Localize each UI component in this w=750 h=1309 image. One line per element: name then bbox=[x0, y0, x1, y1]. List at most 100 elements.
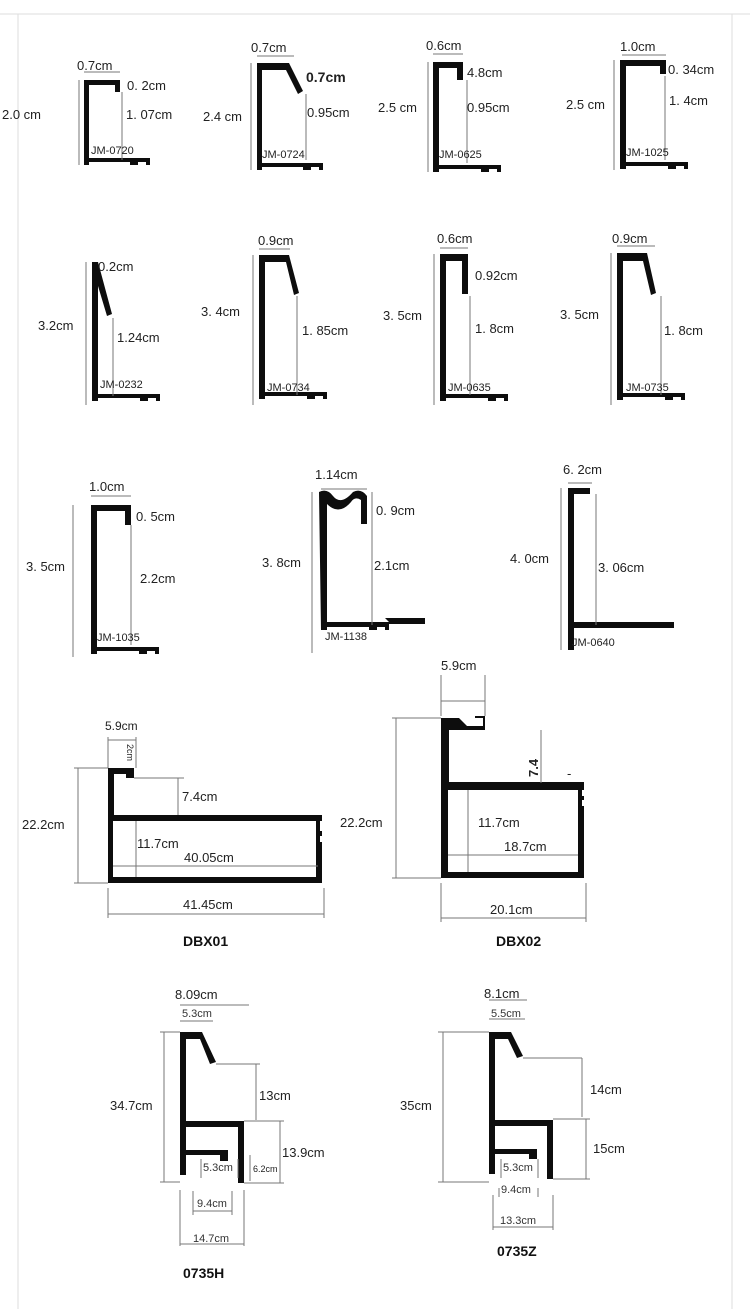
profile-jm-0724: 0.7cm 2.4 cm 0.7cm 0.95cm JM-0724 bbox=[203, 40, 350, 170]
profile-width-label: 0.9cm bbox=[612, 231, 647, 246]
profile-lip-label: 0.7cm bbox=[306, 69, 346, 85]
box-name-caption: 0735Z bbox=[497, 1243, 537, 1259]
profile-lip-label: 0.92cm bbox=[475, 268, 518, 283]
profile-code: JM-0625 bbox=[439, 149, 482, 161]
profile-height-label: 2.5 cm bbox=[566, 97, 605, 112]
profile-lip-label: 0. 5cm bbox=[136, 509, 175, 524]
profile-inner-label: 2.1cm bbox=[374, 558, 409, 573]
profile-code: JM-1025 bbox=[626, 147, 669, 159]
profile-lip-label: 0. 2cm bbox=[127, 78, 166, 93]
profile-width-label: 6. 2cm bbox=[563, 462, 602, 477]
profile-inner-label: 1. 8cm bbox=[664, 323, 703, 338]
profile-height-label: 3. 4cm bbox=[201, 304, 240, 319]
box-top-width-label: 8.1cm bbox=[484, 986, 519, 1001]
profile-jm-1025: 1.0cm 2.5 cm 0. 34cm 1. 4cm JM-1025 bbox=[566, 39, 714, 170]
box-total-width-label: 13.3cm bbox=[500, 1215, 536, 1227]
profile-jm-1138: 1.14cm 3. 8cm 0. 9cm 2.1cm JM-1138 bbox=[262, 467, 425, 653]
box-top-width-label: 5.9cm bbox=[441, 658, 476, 673]
box-small-height-label: 6.2cm bbox=[253, 1164, 278, 1174]
profile-jm-0735: 0.9cm 3. 5cm 1. 8cm JM-0735 bbox=[560, 231, 703, 405]
profile-height-label: 2.5 cm bbox=[378, 100, 417, 115]
profile-jm-0720: 0.7cm 2.0 cm 0. 2cm 1. 07cm JM-0720 bbox=[2, 58, 172, 165]
box-0735z: 8.1cm 5.5cm 35cm 14cm 15cm 5.3cm 9.4cm 1… bbox=[400, 986, 625, 1259]
box-name-caption: DBX01 bbox=[183, 933, 228, 949]
profile-inner-label: 1. 4cm bbox=[669, 93, 708, 108]
profile-height-label: 3. 5cm bbox=[383, 308, 422, 323]
profile-jm-0640: 6. 2cm 4. 0cm 3. 06cm JM-0640 bbox=[510, 462, 674, 650]
profile-lip-label: 4.8cm bbox=[467, 65, 502, 80]
box-total-width-label: 14.7cm bbox=[193, 1233, 229, 1245]
box-slot2-label: 9.4cm bbox=[197, 1198, 227, 1210]
box-height-label: 34.7cm bbox=[110, 1098, 153, 1113]
box-lip-width-label: 5.5cm bbox=[491, 1008, 521, 1020]
box-mark-label: - bbox=[567, 766, 571, 781]
box-height-label: 22.2cm bbox=[340, 815, 383, 830]
profile-inner-label: 1. 85cm bbox=[302, 323, 348, 338]
profile-code: JM-0232 bbox=[100, 379, 143, 391]
profile-code: JM-0735 bbox=[626, 382, 669, 394]
profile-inner-label: 1. 8cm bbox=[475, 321, 514, 336]
profile-code: JM-0724 bbox=[262, 149, 305, 161]
box-step-label: 7.4cm bbox=[182, 789, 217, 804]
profile-width-label: 0.9cm bbox=[258, 233, 293, 248]
box-inner-label: 11.7cm bbox=[478, 815, 520, 830]
profile-height-label: 3. 5cm bbox=[560, 307, 599, 322]
profile-inner-label: 1.24cm bbox=[117, 330, 160, 345]
profile-lip-label: 0. 34cm bbox=[668, 62, 714, 77]
box-inner-width-label: 40.05cm bbox=[184, 850, 234, 865]
profile-jm-1035: 1.0cm 3. 5cm 0. 5cm 2.2cm JM-1035 bbox=[26, 479, 175, 657]
box-slot-label: 5.3cm bbox=[503, 1162, 533, 1174]
profile-height-label: 2.0 cm bbox=[2, 107, 41, 122]
profile-jm-0734: 0.9cm 3. 4cm 1. 85cm JM-0734 bbox=[201, 233, 348, 405]
profile-jm-0625: 0.6cm 2.5 cm 4.8cm 0.95cm JM-0625 bbox=[378, 38, 510, 172]
profile-lip-label: 0. 9cm bbox=[376, 503, 415, 518]
profile-inner-label: 0.95cm bbox=[467, 100, 510, 115]
profile-width-label: 1.14cm bbox=[315, 467, 358, 482]
box-slot2-label: 9.4cm bbox=[501, 1184, 531, 1196]
profile-width-label: 1.0cm bbox=[89, 479, 124, 494]
profile-jm-0635: 0.6cm 3. 5cm 0.92cm 1. 8cm JM-0635 bbox=[383, 231, 518, 405]
profile-width-label: 0.6cm bbox=[437, 231, 472, 246]
profile-height-label: 4. 0cm bbox=[510, 551, 549, 566]
profile-code: JM-0635 bbox=[448, 382, 491, 394]
box-inner-width-label: 18.7cm bbox=[504, 839, 547, 854]
profile-height-label: 3. 5cm bbox=[26, 559, 65, 574]
profile-code: JM-1138 bbox=[325, 631, 367, 643]
profile-width-label: 0.7cm bbox=[77, 58, 112, 73]
profile-code: JM-1035 bbox=[97, 632, 140, 644]
profile-inner-label: 0.95cm bbox=[307, 105, 350, 120]
profile-inner-label: 2.2cm bbox=[140, 571, 175, 586]
box-0735h: 8.09cm 5.3cm 34.7cm 13cm 13.9cm 6.2cm 5.… bbox=[110, 987, 325, 1281]
box-step-label: 7.4 bbox=[526, 758, 541, 777]
box-height-label: 22.2cm bbox=[22, 817, 65, 832]
profile-jm-0232: 0.2cm 3.2cm 1.24cm JM-0232 bbox=[38, 259, 160, 405]
profile-width-label: 0.2cm bbox=[98, 259, 133, 274]
profile-height-label: 2.4 cm bbox=[203, 109, 242, 124]
box-total-width-label: 20.1cm bbox=[490, 902, 533, 917]
box-slot-label: 5.3cm bbox=[203, 1162, 233, 1174]
profile-code: JM-0734 bbox=[267, 382, 310, 394]
box-top-width-label: 5.9cm bbox=[105, 719, 138, 733]
box-lip-width-label: 5.3cm bbox=[182, 1008, 212, 1020]
box-top-lip-label: 2cm bbox=[125, 744, 135, 761]
box-box-height-label: 13.9cm bbox=[282, 1145, 325, 1160]
profile-inner-label: 1. 07cm bbox=[126, 107, 172, 122]
profile-width-label: 0.6cm bbox=[426, 38, 461, 53]
box-name-caption: 0735H bbox=[183, 1265, 224, 1281]
box-step-label: 13cm bbox=[259, 1088, 291, 1103]
box-dbx02: 5.9cm 7.4 - 22.2cm 11.7cm 18.7cm 20.1cm … bbox=[340, 658, 587, 949]
profile-code: JM-0640 bbox=[572, 637, 615, 649]
profile-width-label: 1.0cm bbox=[620, 39, 655, 54]
box-total-width-label: 41.45cm bbox=[183, 897, 233, 912]
profile-inner-label: 3. 06cm bbox=[598, 560, 644, 575]
profile-height-label: 3.2cm bbox=[38, 318, 73, 333]
profile-height-label: 3. 8cm bbox=[262, 555, 301, 570]
box-box-height-label: 15cm bbox=[593, 1141, 625, 1156]
box-name-caption: DBX02 bbox=[496, 933, 541, 949]
box-inner-label: 11.7cm bbox=[137, 836, 179, 851]
box-height-label: 35cm bbox=[400, 1098, 432, 1113]
profile-code: JM-0720 bbox=[91, 145, 134, 157]
profile-width-label: 0.7cm bbox=[251, 40, 286, 55]
box-top-width-label: 8.09cm bbox=[175, 987, 218, 1002]
